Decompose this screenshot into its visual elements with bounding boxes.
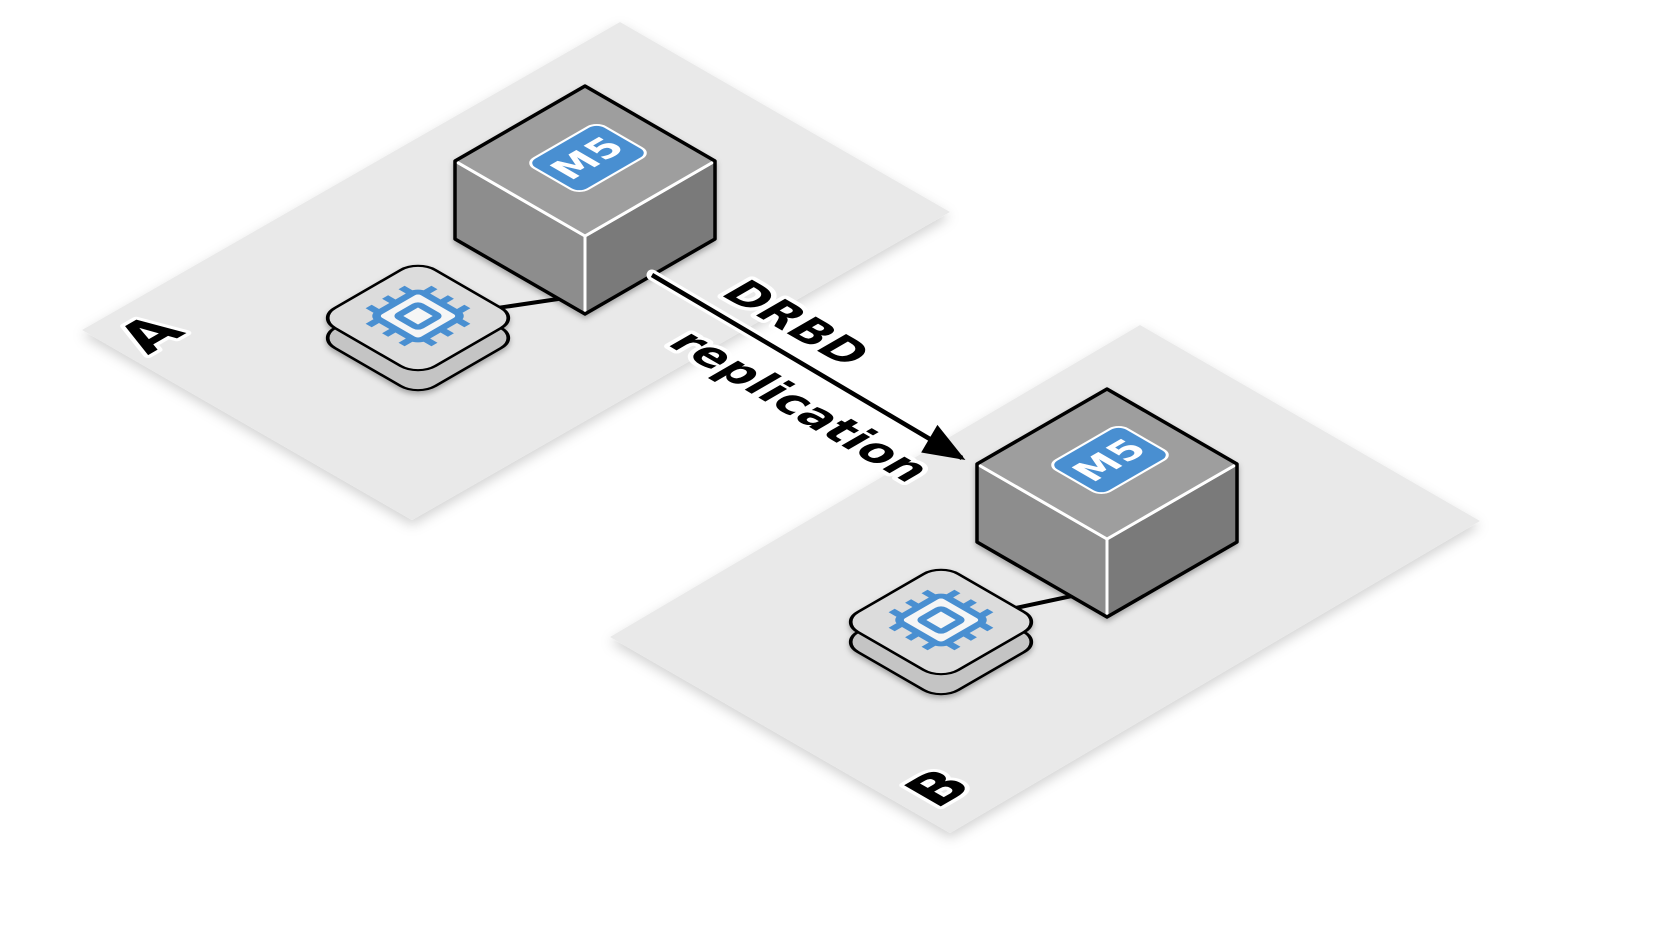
server-b-badge-plate <box>1051 426 1169 494</box>
chip-icon-body-b <box>895 593 987 647</box>
server-b-outline <box>975 387 1239 619</box>
chip-icon-core-a <box>394 302 442 330</box>
chip-icon-body-a <box>372 289 464 343</box>
chip-icon <box>365 285 471 347</box>
server-a-badge-plate <box>529 124 647 192</box>
server-node-a: M5 <box>453 84 717 316</box>
replication-arrow <box>646 269 966 461</box>
replication-arrow-line <box>650 273 966 461</box>
server-a-outline <box>453 84 717 316</box>
server-node-b: M5 <box>975 387 1239 619</box>
chip-node-a <box>325 264 511 392</box>
server-a-badge: M5 <box>529 124 647 192</box>
chip-icon <box>888 589 994 651</box>
chip-icon-core-b <box>917 606 965 634</box>
chip-node-b <box>848 568 1034 696</box>
